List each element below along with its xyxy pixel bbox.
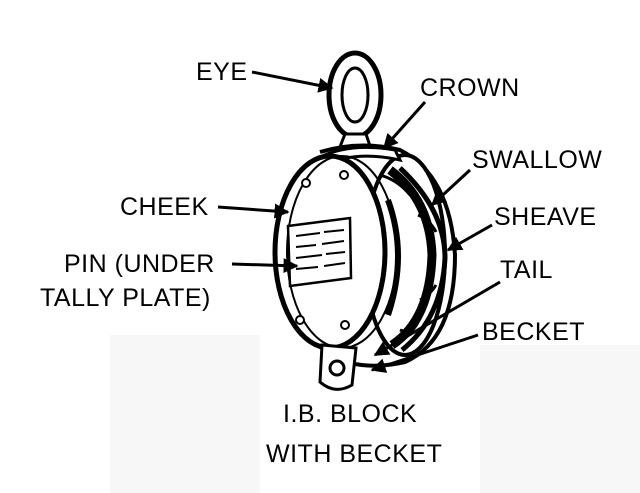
leader-becket: [370, 333, 479, 373]
leader-cheek: [217, 203, 290, 219]
label-swallow: SWALLOW: [472, 146, 602, 174]
label-sheave: SHEAVE: [494, 203, 597, 231]
leader-swallow: [430, 168, 472, 207]
caption-line1: I.B. BLOCK: [283, 400, 417, 428]
bg-panel-right: [480, 345, 640, 493]
caption: I.B. BLOCK WITH BECKET: [266, 400, 442, 468]
leader-crown: [382, 101, 427, 150]
label-tail: TAIL: [500, 256, 553, 284]
bg-panel-left: [110, 335, 260, 493]
leader-pin: [231, 258, 299, 274]
label-pin-line1: PIN (UNDER: [64, 250, 215, 278]
tally-plate: [286, 216, 353, 288]
label-cheek: CHEEK: [120, 193, 209, 221]
leader-eye: [251, 70, 334, 93]
label-crown: CROWN: [420, 74, 520, 102]
label-pin-line2: TALLY PLATE): [40, 284, 211, 312]
eye-ring: [326, 50, 384, 154]
becket: [318, 343, 358, 391]
leader-lines: [217, 70, 501, 373]
caption-line2: WITH BECKET: [266, 440, 442, 468]
label-eye: EYE: [196, 58, 248, 86]
leader-tail: [373, 280, 501, 357]
sheave: [363, 153, 448, 357]
label-becket: BECKET: [482, 318, 585, 346]
part-labels: EYE CROWN SWALLOW CHEEK SHEAVE PIN (UNDE…: [40, 58, 602, 346]
pulley-block: [272, 50, 458, 391]
leader-sheave: [446, 223, 493, 252]
